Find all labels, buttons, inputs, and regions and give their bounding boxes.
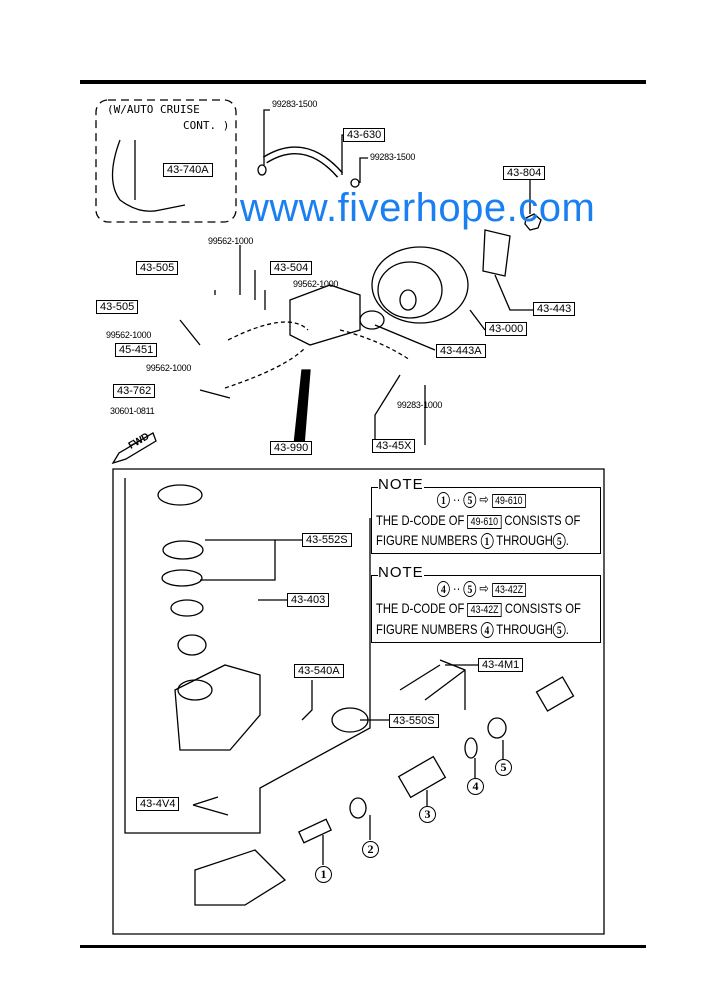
clip [331,707,369,733]
cruise-option-box [95,99,237,223]
brake-booster [371,246,469,324]
bracket-part [111,139,186,212]
label-43-4m1[interactable]: 43-4M1 [478,658,524,672]
note-title: NOTE [378,564,424,581]
note-text: . [565,621,569,637]
label-43-505[interactable]: 43-505 [136,261,179,275]
fig-circle: 5 [463,581,477,597]
note-text: THE D-CODE OF [376,600,465,616]
note-text: FIGURE NUMBERS [376,532,478,548]
label-43-505-b[interactable]: 43-505 [96,300,139,314]
note-box-1: NOTE 1 ·· 5 ⇨ 49-610 THE D-CODE OF 49-61… [371,476,601,554]
label-43-443[interactable]: 43-443 [533,302,576,316]
label-43-504[interactable]: 43-504 [270,261,313,275]
part-number: 99283-1500 [272,99,318,109]
sleeve [535,676,575,712]
booster-gasket [359,310,385,330]
gasket-plate [482,229,511,277]
label-43-804[interactable]: 43-804 [503,166,546,180]
reservoir [174,664,261,751]
label-43-000[interactable]: 43-000 [485,322,528,336]
d-code: 43-42Z [467,603,502,617]
reservoir-outline [124,478,371,834]
note-text: CONSISTS OF [504,512,581,528]
part-number: 99562-1000 [293,279,339,289]
note-box-2: NOTE 4 ·· 5 ⇨ 43-42Z THE D-CODE OF 43-42… [371,564,601,643]
d-code: 49-610 [467,515,502,529]
d-code: 49-610 [491,494,526,508]
part-number: 30601-0811 [110,406,155,416]
fig-circle: 5 [463,492,477,508]
figure-number-2: 2 [362,841,379,858]
part-number: 99562-1000 [106,330,152,340]
master-cylinder-body [194,849,287,906]
figure-number-4: 4 [467,778,484,795]
figure-number-5: 5 [495,759,512,776]
note-text: THE D-CODE OF [376,512,465,528]
note-text: . [565,532,569,548]
clamp [257,164,267,176]
watermark: www.fiverhope.com [240,186,596,230]
note-text: THROUGH [496,621,553,637]
top-rule [80,80,646,84]
part-number: 99562-1000 [146,363,192,373]
note-text: THROUGH [496,532,553,548]
label-43-990[interactable]: 43-990 [270,441,313,455]
master-cylinder-assembly [289,284,361,346]
fwd-arrow-icon [111,432,157,465]
fig-circle: 1 [480,533,494,549]
note-title: NOTE [378,476,424,493]
label-43-550s[interactable]: 43-550S [389,714,439,728]
detail-frame [112,468,605,935]
note-text: CONSISTS OF [504,600,581,616]
label-43-4v4[interactable]: 43-4V4 [136,797,180,811]
pin-part [399,659,466,710]
label-43-740a[interactable]: 43-740A [163,163,213,177]
label-43-403[interactable]: 43-403 [287,593,330,607]
fig-circle: 1 [437,492,450,508]
label-43-762[interactable]: 43-762 [113,384,156,398]
piston [397,755,447,799]
part-number: 99283-1000 [397,400,443,410]
label-43-630[interactable]: 43-630 [343,128,386,142]
figure-number-3: 3 [419,806,436,823]
part-number: 99283-1500 [370,152,416,162]
label-43-552s[interactable]: 43-552S [302,533,352,547]
label-45-451[interactable]: 45-451 [115,343,158,357]
label-43-45x[interactable]: 43-45X [372,439,416,453]
cruise-note-line2: CONT. ) [183,119,230,132]
figure-number-1: 1 [315,866,332,883]
pointer-arrow [293,369,311,446]
fig-circle: 5 [552,622,566,638]
nut [524,213,542,231]
cruise-note-line1: (W/AUTO CRUISE [107,103,200,116]
label-43-540a[interactable]: 43-540A [294,664,344,678]
part-number: 99562-1000 [208,236,254,246]
label-43-443a[interactable]: 43-443A [436,344,486,358]
fig-circle: 4 [437,581,450,597]
bottom-rule [80,945,646,948]
fig-circle: 5 [552,533,566,549]
fig-circle: 4 [480,622,494,638]
d-code: 43-42Z [491,583,527,597]
leader-lines [263,109,368,183]
note-text: FIGURE NUMBERS [376,621,478,637]
spring [298,818,332,844]
